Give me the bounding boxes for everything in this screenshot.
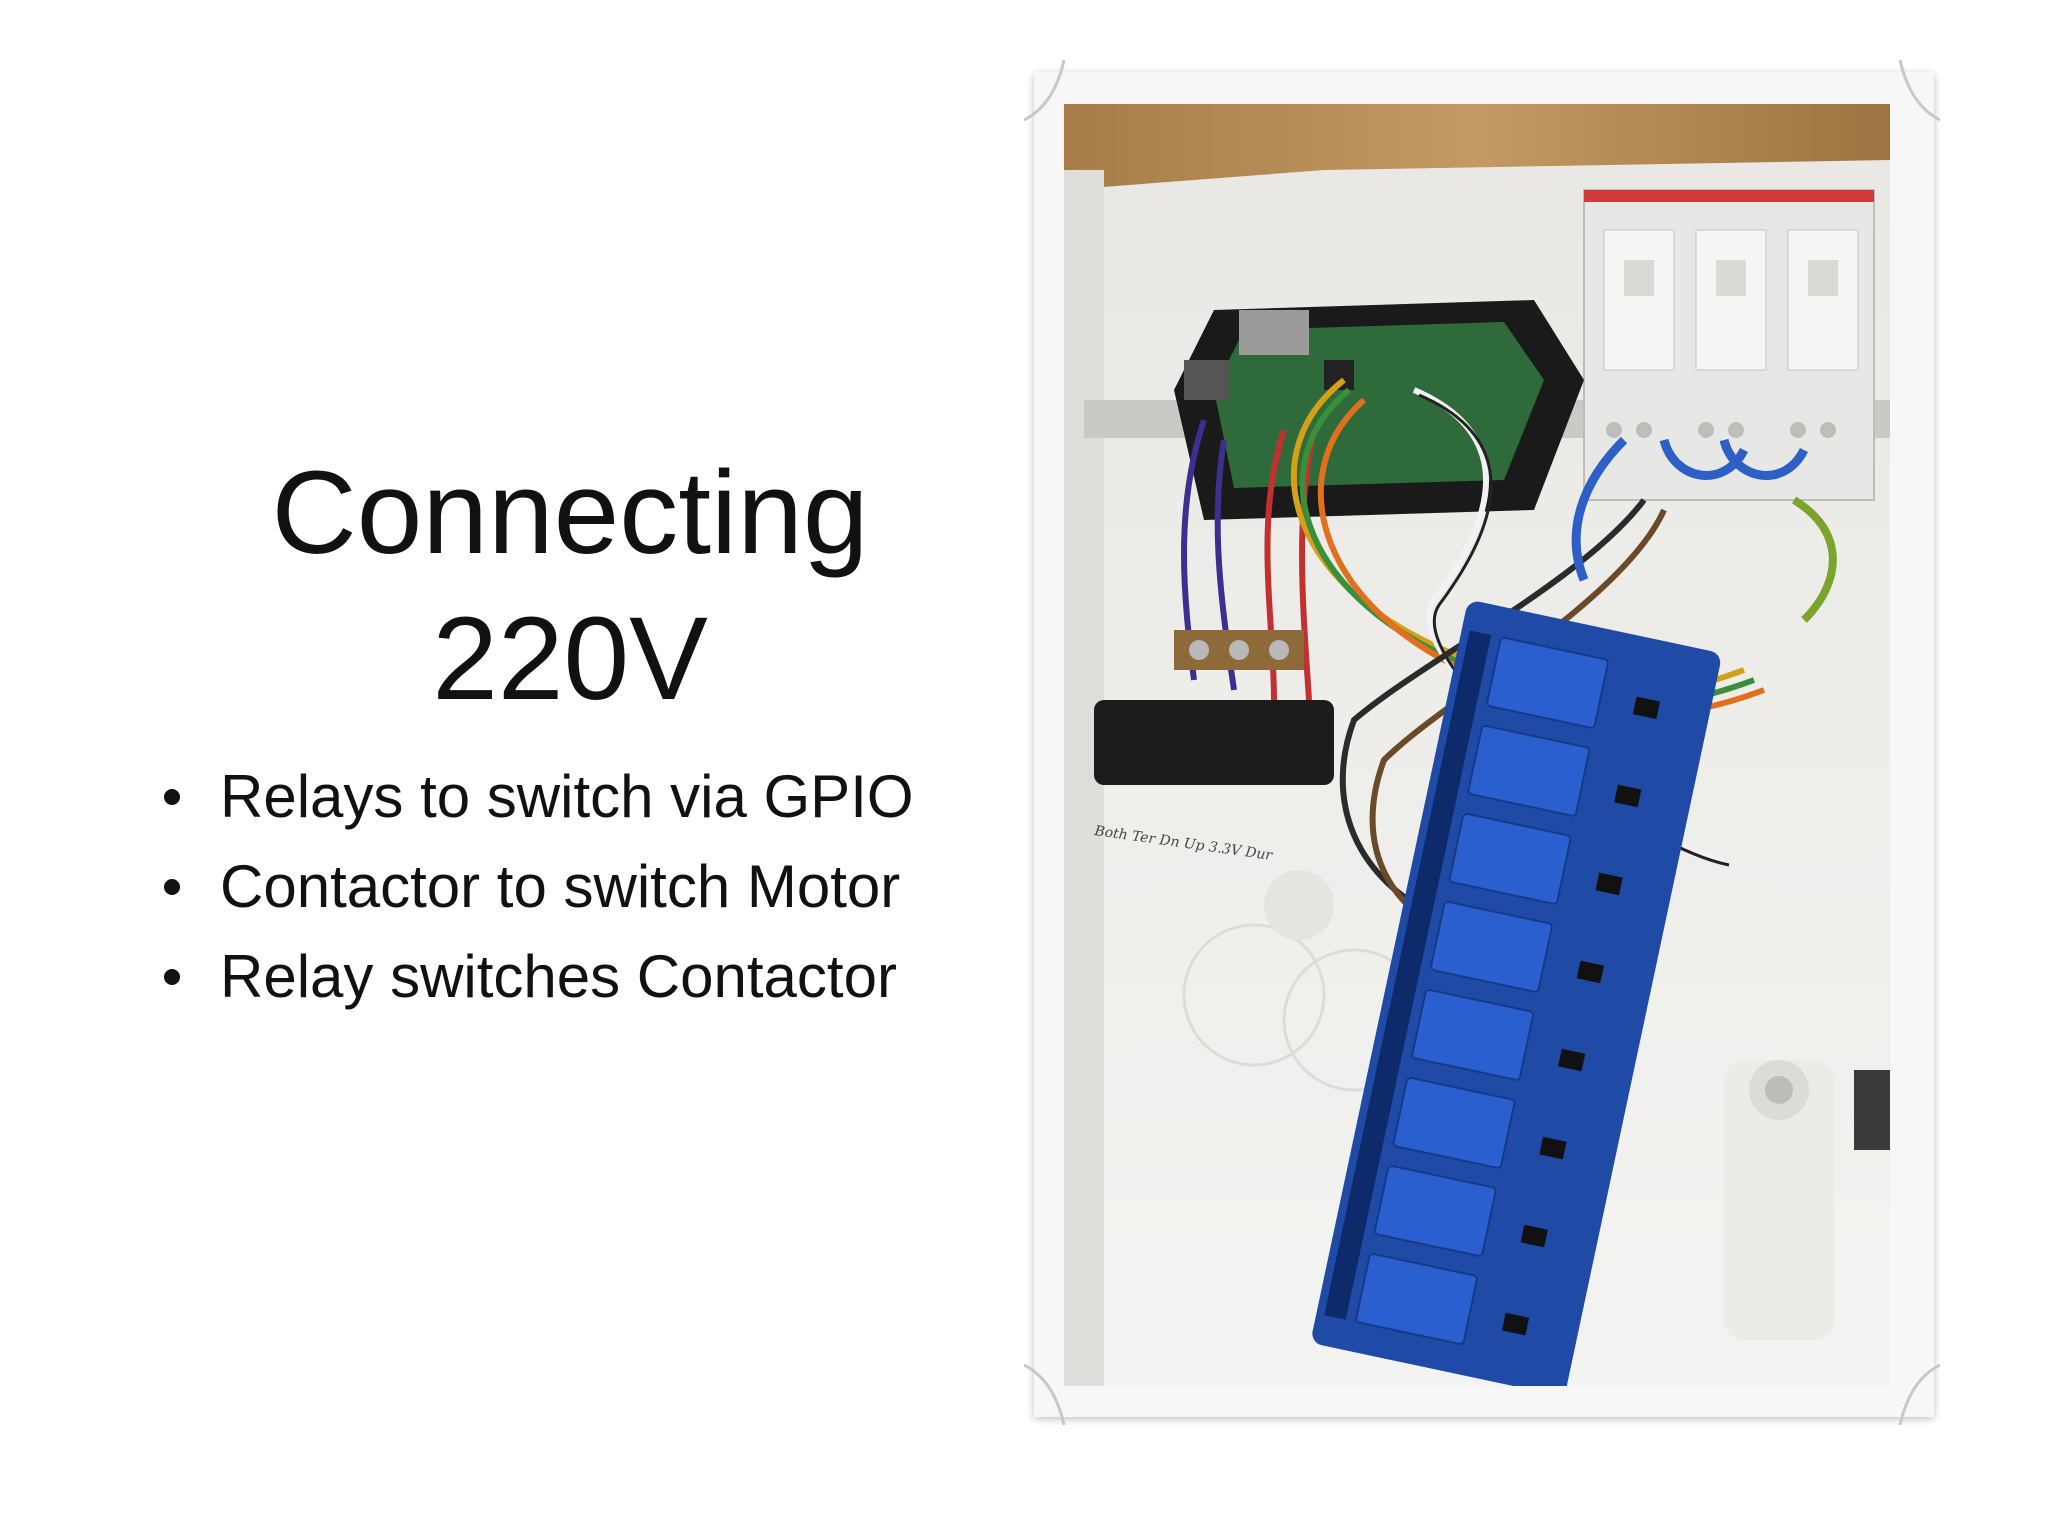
relay-module (1312, 601, 1721, 1386)
slide-title: Connecting 220V (150, 440, 990, 732)
bullet-item: Relays to switch via GPIO (148, 752, 914, 842)
standoff (1724, 1060, 1890, 1340)
photo-frame: Both Ter Dn Up 3.3V Dur (1024, 60, 1940, 1425)
title-line-2: 220V (432, 593, 708, 725)
bullet-list: Relays to switch via GPIO Contactor to s… (148, 752, 914, 1022)
photo-content: Both Ter Dn Up 3.3V Dur (1064, 104, 1890, 1386)
raspberry-pi (1174, 300, 1584, 520)
bullet-item: Relay switches Contactor (148, 932, 914, 1022)
bullet-icon (164, 969, 180, 985)
bullet-text: Relay switches Contactor (220, 943, 897, 1010)
bullet-icon (164, 879, 180, 895)
relay-board-photo: Both Ter Dn Up 3.3V Dur (1024, 60, 1940, 1425)
title-line-1: Connecting (271, 447, 869, 579)
bullet-text: Relays to switch via GPIO (220, 763, 914, 830)
bullet-icon (164, 789, 180, 805)
bullet-item: Contactor to switch Motor (148, 842, 914, 932)
terminal-block (1094, 630, 1334, 785)
bullet-text: Contactor to switch Motor (220, 853, 901, 920)
